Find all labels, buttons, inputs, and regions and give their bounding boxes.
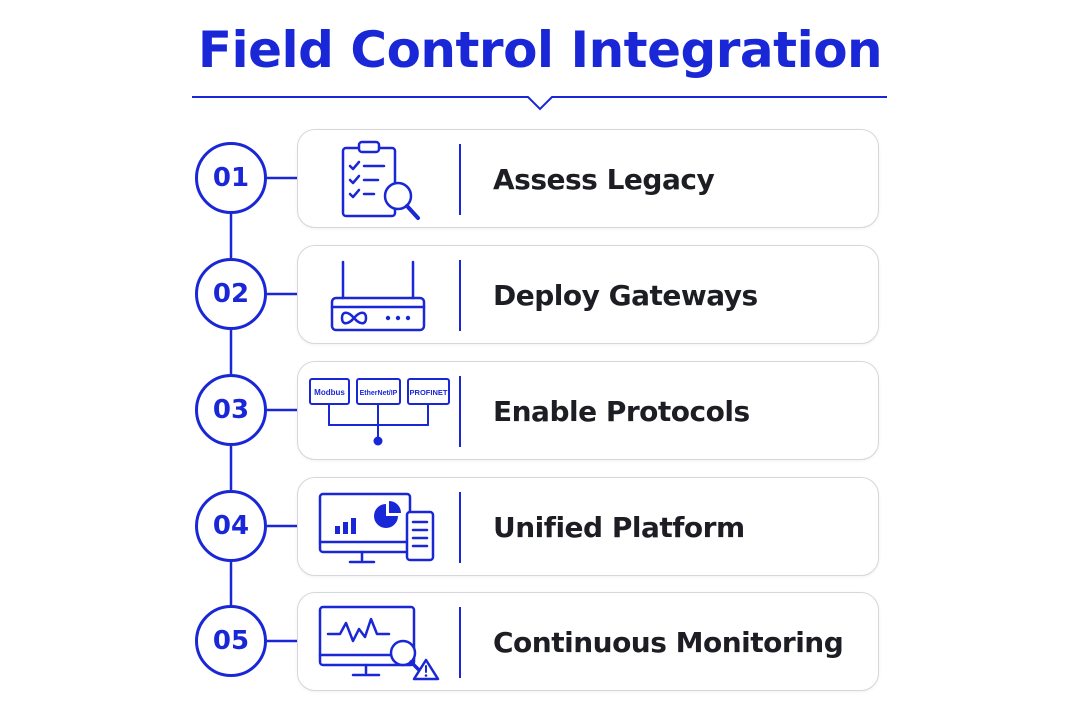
card-separator (459, 144, 461, 215)
step-card-deploy-gateways[interactable]: Deploy Gateways (297, 245, 879, 344)
step-number-01: 01 (195, 142, 267, 214)
monitoring-alert-icon (318, 605, 440, 681)
step-label-01: Assess Legacy (493, 163, 715, 196)
step-number-03: 03 (195, 374, 267, 446)
protocol-label-ethernet-ip: EtherNet/IP (360, 390, 398, 397)
step-number-02: 02 (195, 258, 267, 330)
step-card-enable-protocols[interactable]: Modbus EtherNet/IP PROFINET Enable Proto… (297, 361, 879, 460)
card-separator (459, 607, 461, 678)
gateway-router-icon (330, 260, 426, 332)
step-card-unified-platform[interactable]: Unified Platform (297, 477, 879, 576)
step-card-continuous-monitoring[interactable]: Continuous Monitoring (297, 592, 879, 691)
card-separator (459, 376, 461, 447)
step-number-04: 04 (195, 490, 267, 562)
protocol-label-modbus: Modbus (314, 388, 345, 397)
step-number-05: 05 (195, 605, 267, 677)
title-divider (192, 96, 887, 111)
card-separator (459, 260, 461, 331)
step-label-03: Enable Protocols (493, 395, 750, 428)
step-label-04: Unified Platform (493, 511, 745, 544)
protocol-label-profinet: PROFINET (410, 388, 448, 397)
checklist-magnifier-icon (341, 140, 420, 220)
step-label-05: Continuous Monitoring (493, 626, 844, 659)
page-title: Field Control Integration (197, 21, 883, 79)
step-card-assess-legacy[interactable]: Assess Legacy (297, 129, 879, 228)
card-separator (459, 492, 461, 563)
step-label-02: Deploy Gateways (493, 279, 758, 312)
protocol-network-icon: Modbus EtherNet/IP PROFINET (309, 378, 450, 446)
dashboard-monitor-icon (318, 492, 435, 564)
